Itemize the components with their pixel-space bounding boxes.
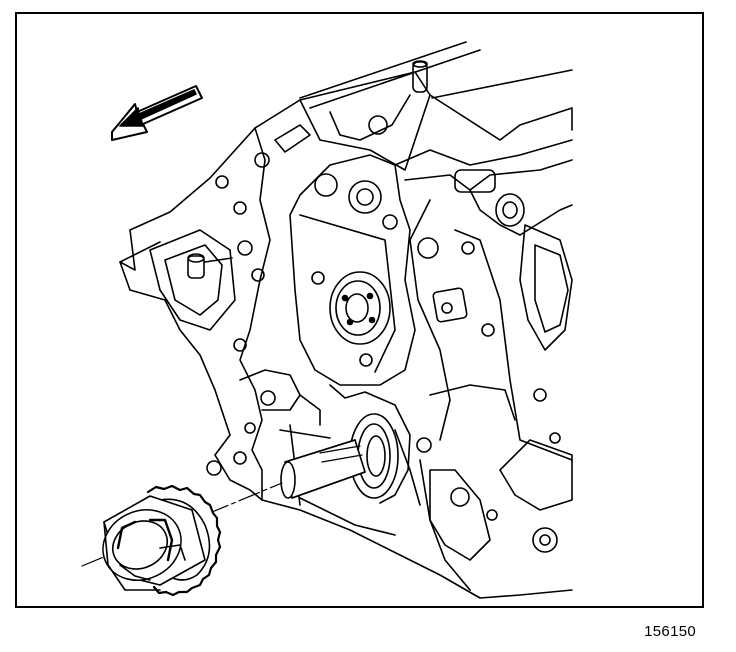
arrow-left-front-icon xyxy=(112,86,202,140)
front-cover-plate xyxy=(290,155,415,385)
block-right-bank xyxy=(395,140,572,560)
camshaft-boss xyxy=(330,272,390,344)
figure-id-label: 156150 xyxy=(644,623,696,640)
crankshaft-front xyxy=(281,385,410,535)
block-depth-lines xyxy=(300,42,572,108)
crankshaft-sprocket xyxy=(91,486,220,595)
block-left-flange xyxy=(120,128,275,500)
block-top-deck xyxy=(255,61,572,170)
